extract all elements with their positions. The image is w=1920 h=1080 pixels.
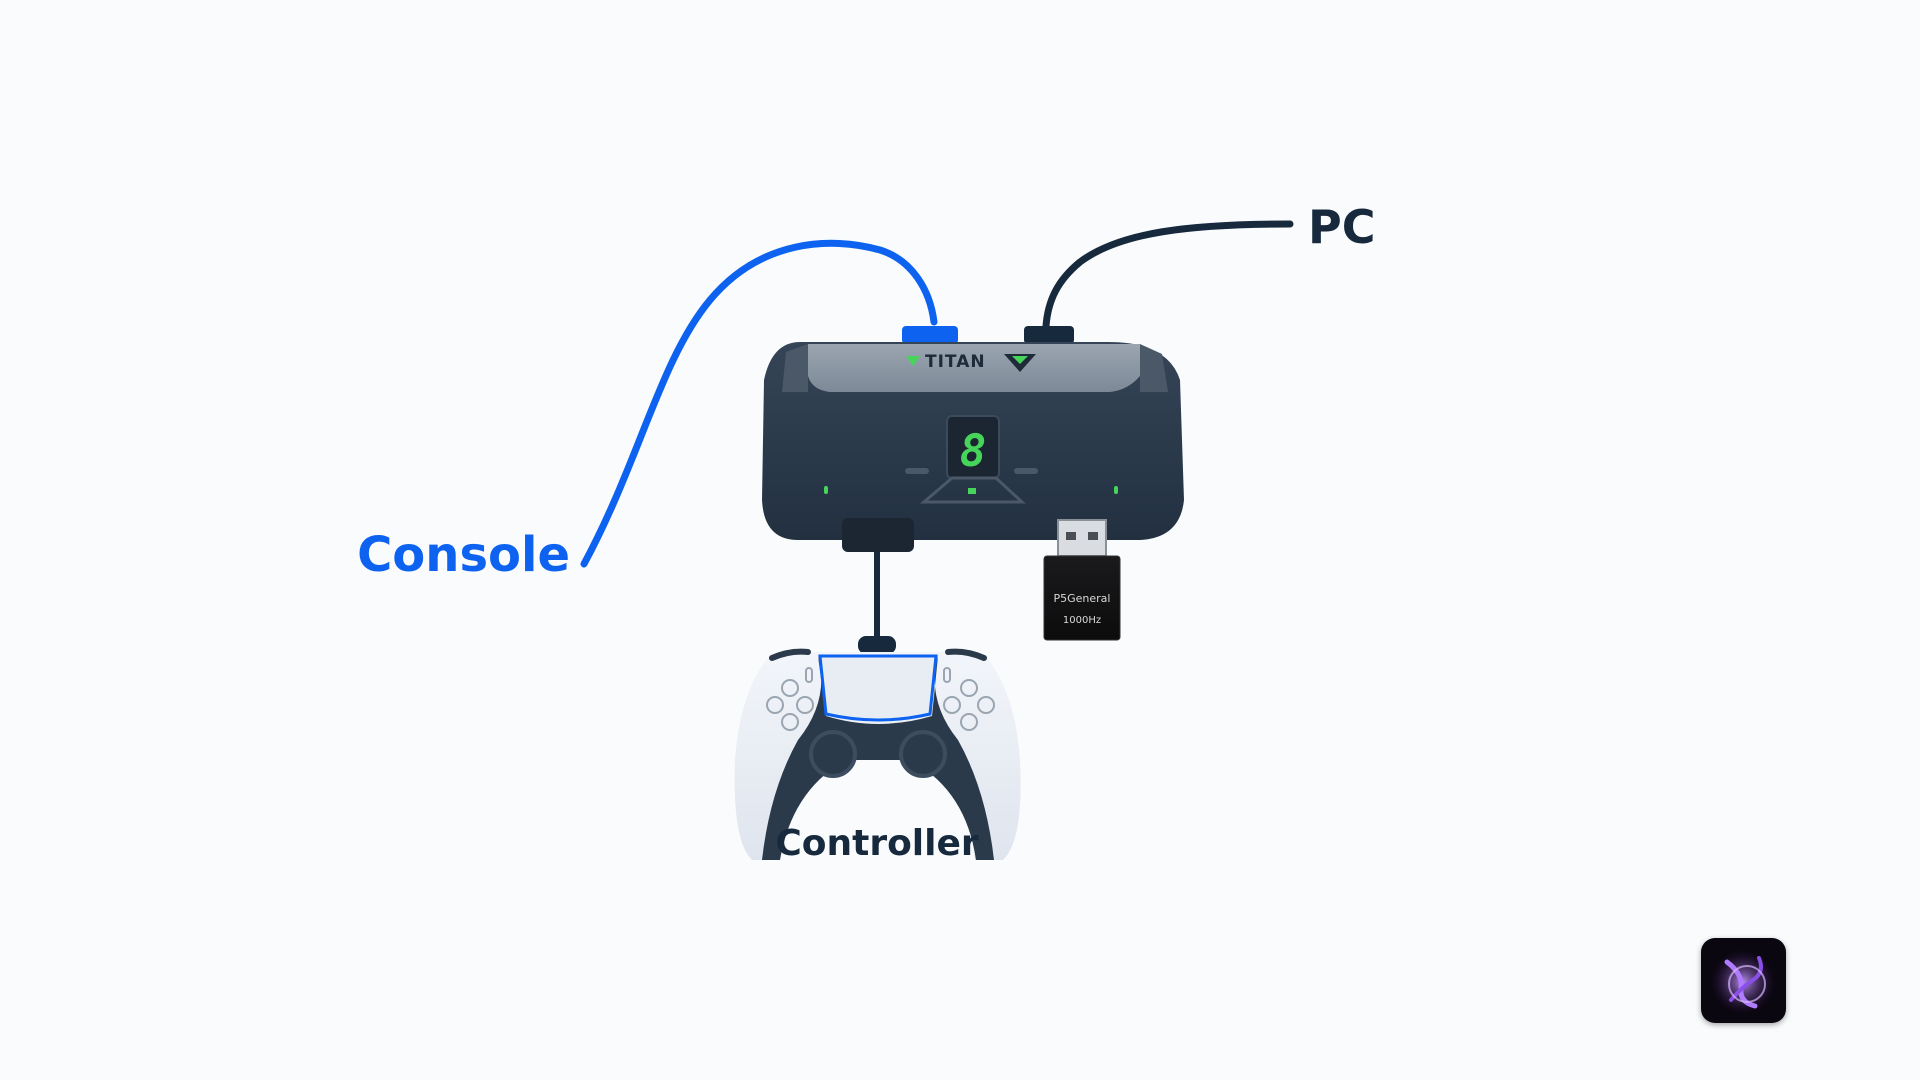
display-digit: 8 (960, 426, 987, 477)
dpad-icon (766, 679, 814, 731)
face-buttons-icon (943, 679, 995, 731)
console-label: Console (357, 527, 570, 583)
device-top-panel (808, 344, 1140, 392)
touchpad (818, 654, 938, 722)
game-controller (734, 648, 1021, 860)
pc-cable (1042, 220, 1294, 330)
left-stick (809, 730, 857, 778)
dongle-model: P5General (1054, 592, 1111, 605)
titan-logo-icon (906, 356, 920, 366)
right-stick (899, 730, 947, 778)
swirl-logo-icon (1711, 950, 1775, 1014)
right-led (1114, 486, 1118, 494)
controller-body (734, 649, 1021, 860)
pc-cable-plug (1024, 326, 1074, 344)
titan-device: TITAN 8 (762, 342, 1184, 552)
pc-label: PC (1308, 200, 1375, 254)
usb-dongle: P5General 1000Hz (1043, 519, 1121, 641)
controller-port (842, 518, 914, 552)
console-cable-plug (902, 326, 958, 344)
center-led (968, 488, 976, 494)
controller-cable-plug (858, 636, 896, 654)
controller-center-band (762, 656, 994, 860)
console-cable (580, 239, 938, 568)
device-brand: TITAN (925, 352, 986, 372)
app-badge (1701, 938, 1786, 1023)
controller-label: Controller (775, 823, 979, 864)
dongle-rate: 1000Hz (1063, 615, 1101, 626)
left-led (824, 486, 828, 494)
